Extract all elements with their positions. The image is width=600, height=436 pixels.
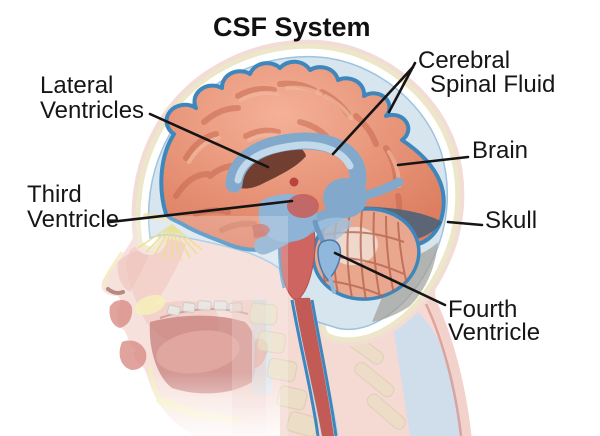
label-cerebral-spinal-fluid-line2: Spinal Fluid [430, 71, 556, 98]
posterior-horn [343, 177, 404, 203]
gyri-highlight [323, 94, 353, 120]
olfactory-nerves [137, 224, 203, 261]
label-third-ventricle-line2: Ventricle [27, 206, 120, 233]
label-cerebral-spinal-fluid-line1: Cerebral [418, 47, 511, 74]
fade-overlay-bottom-left [60, 372, 280, 436]
gyri-stroke [201, 105, 241, 125]
gyri-stroke [183, 131, 219, 161]
leader-fourth-ventricle [333, 251, 447, 307]
vertebrae-bodies [248, 302, 319, 436]
neck-csf-space [392, 298, 465, 436]
label-fourth-ventricle-line2: Ventricle [448, 319, 541, 346]
leader-cerebral-spinal-fluid-b [331, 65, 415, 156]
nose-bridge-bone-line [102, 251, 124, 288]
quadrigeminal-cistern [318, 217, 352, 244]
ventricle-highlight [234, 141, 354, 184]
ventricular-system [225, 132, 404, 294]
gyri-stroke [235, 85, 277, 99]
neck-back-vessel [424, 303, 463, 436]
maxilla-bone [134, 294, 166, 316]
label-brain: Brain [472, 137, 529, 164]
spinal-cord [294, 298, 334, 436]
label-fourth-ventricle-line1: Fourth [448, 296, 518, 323]
leader-brain [396, 155, 470, 167]
nostril [106, 287, 125, 295]
leader-lateral-ventricles [148, 112, 270, 169]
tongue [156, 330, 240, 374]
interthalamic-dot [289, 177, 299, 187]
leader-third-ventricle [108, 199, 294, 224]
gyri-stroke [173, 171, 211, 199]
diagram-title: CSF System [213, 12, 371, 42]
label-lateral-ventricles-line1: Lateral [40, 72, 114, 99]
gyri-highlight [187, 136, 221, 164]
face-wash-overlay [60, 216, 288, 436]
gyri-stroke [353, 113, 379, 147]
temporal-horn-knob [254, 238, 270, 254]
gyri-stroke [219, 220, 257, 233]
fourth-ventricle-shape [317, 239, 342, 282]
leader-skull [446, 220, 484, 227]
cord-csf-line-front [290, 299, 320, 436]
upper-teeth [166, 300, 243, 317]
gyri-highlight [239, 90, 279, 102]
label-third-ventricle-line1: Third [27, 181, 82, 208]
gyri-highlight [285, 85, 323, 96]
lower-lip [119, 340, 147, 370]
label-lateral-ventricles-line2: Ventricles [40, 97, 145, 124]
thalamus [287, 194, 319, 218]
nose-shading [117, 250, 150, 292]
fourth-ventricle-outlet [328, 276, 336, 294]
cord-csf-line-back [310, 299, 338, 436]
gyri-stroke [243, 127, 281, 139]
neck-back-skin [427, 297, 472, 436]
hypothalamus-red [252, 223, 270, 237]
label-skull: Skull [485, 207, 538, 234]
upper-lip [109, 300, 133, 328]
leader-lines [108, 61, 484, 307]
